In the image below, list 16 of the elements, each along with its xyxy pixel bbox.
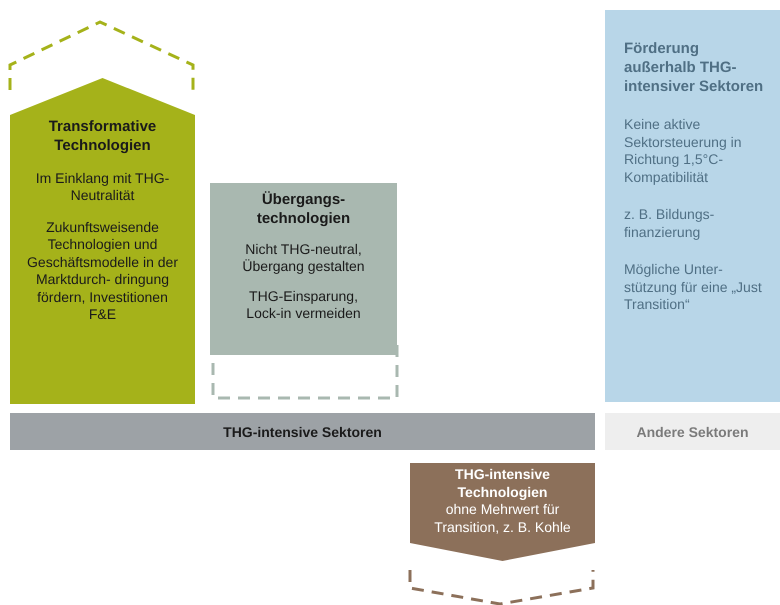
- description: Im Einklang mit THG-Neutralität: [36, 170, 170, 203]
- heading: Transformative Technologien: [48, 118, 156, 154]
- description: z. B. Bildungs- finanzierung: [624, 206, 714, 240]
- info-panel: [605, 10, 780, 402]
- description: Zukunftsweisende Technologien und Geschäftsmodelle in der Marktdurch- dringung fördern, Investitionen F&E: [27, 218, 178, 322]
- heading: Förderung außerhalb THG-intensiver Sektoren: [624, 40, 764, 94]
- process-box: [210, 183, 397, 355]
- description: Keine aktive Sektorsteuerung in Richtung 1,5°C-Kompatibilität: [624, 116, 742, 185]
- description: Nicht THG-neutral, Übergang gestalten: [242, 240, 365, 274]
- sector-bar: [10, 413, 595, 450]
- description: ohne Mehrwert für Transition, z. B. Kohle: [434, 501, 571, 534]
- description: THG-Einsparung, Lock-in vermeiden: [246, 288, 361, 321]
- bar-label: Andere Sektoren: [636, 424, 749, 440]
- description: Mögliche Unter- stützung für eine „Just Transition“: [624, 261, 762, 312]
- heading: Übergangs- technologien: [256, 191, 350, 227]
- bar-label: THG-intensive Sektoren: [223, 424, 382, 440]
